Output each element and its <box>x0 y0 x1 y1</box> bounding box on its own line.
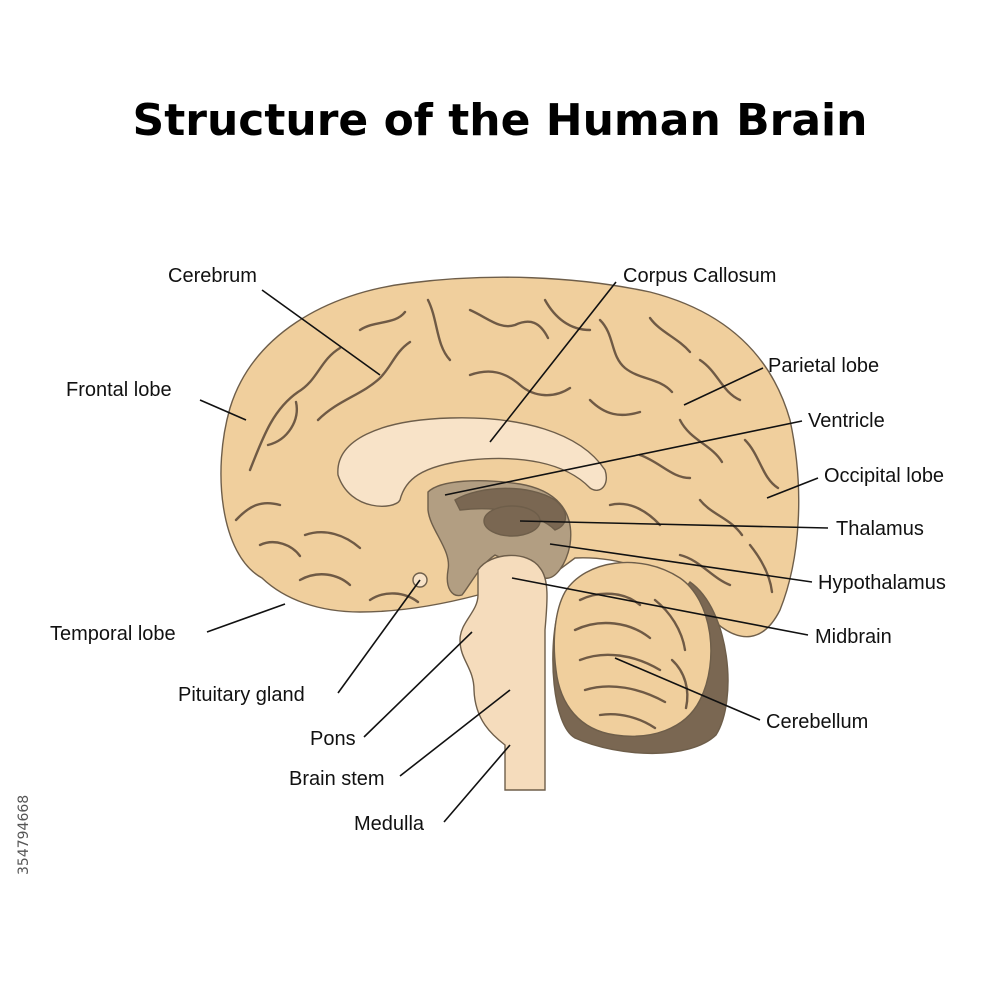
label-brain-stem: Brain stem <box>289 768 385 790</box>
leader-pituitary-gland <box>337 579 421 694</box>
label-cerebrum: Cerebrum <box>168 265 257 287</box>
label-occipital-lobe: Occipital lobe <box>824 465 944 487</box>
leader-corpus-callosum <box>489 281 617 443</box>
label-frontal-lobe: Frontal lobe <box>66 379 172 401</box>
label-pituitary-gland: Pituitary gland <box>178 684 305 706</box>
label-pons: Pons <box>310 728 356 750</box>
leader-midbrain <box>511 577 809 636</box>
label-temporal-lobe: Temporal lobe <box>50 623 176 645</box>
stock-id: 354794668 <box>16 795 32 875</box>
diagram-title: Structure of the Human Brain <box>133 95 868 146</box>
leader-cerebellum <box>614 657 761 721</box>
leader-temporal-lobe <box>206 603 286 633</box>
gyri-pattern <box>234 298 780 604</box>
label-parietal-lobe: Parietal lobe <box>768 355 879 377</box>
leader-brain-stem <box>399 689 511 777</box>
cerebellum-shape <box>553 561 712 737</box>
leader-pons <box>363 631 473 738</box>
brainstem-shape <box>459 554 548 791</box>
label-hypothalamus: Hypothalamus <box>818 572 946 594</box>
leader-cerebrum <box>261 289 381 376</box>
leader-lines <box>199 281 829 823</box>
leader-hypothalamus <box>549 543 813 583</box>
leader-occipital-lobe <box>766 477 819 499</box>
label-ventricle: Ventricle <box>808 410 885 432</box>
leader-thalamus <box>519 520 829 529</box>
label-midbrain: Midbrain <box>815 626 892 648</box>
labels: Cerebrum Corpus Callosum Frontal lobe Pa… <box>50 265 946 835</box>
label-medulla: Medulla <box>354 813 425 835</box>
leader-ventricle <box>444 420 803 496</box>
leader-parietal-lobe <box>683 367 764 406</box>
leader-frontal-lobe <box>199 399 247 421</box>
leader-medulla <box>443 744 511 823</box>
corpus-callosum-shape <box>337 417 607 507</box>
label-corpus-callosum: Corpus Callosum <box>623 265 776 287</box>
label-cerebellum: Cerebellum <box>766 711 868 733</box>
label-thalamus: Thalamus <box>836 518 924 540</box>
